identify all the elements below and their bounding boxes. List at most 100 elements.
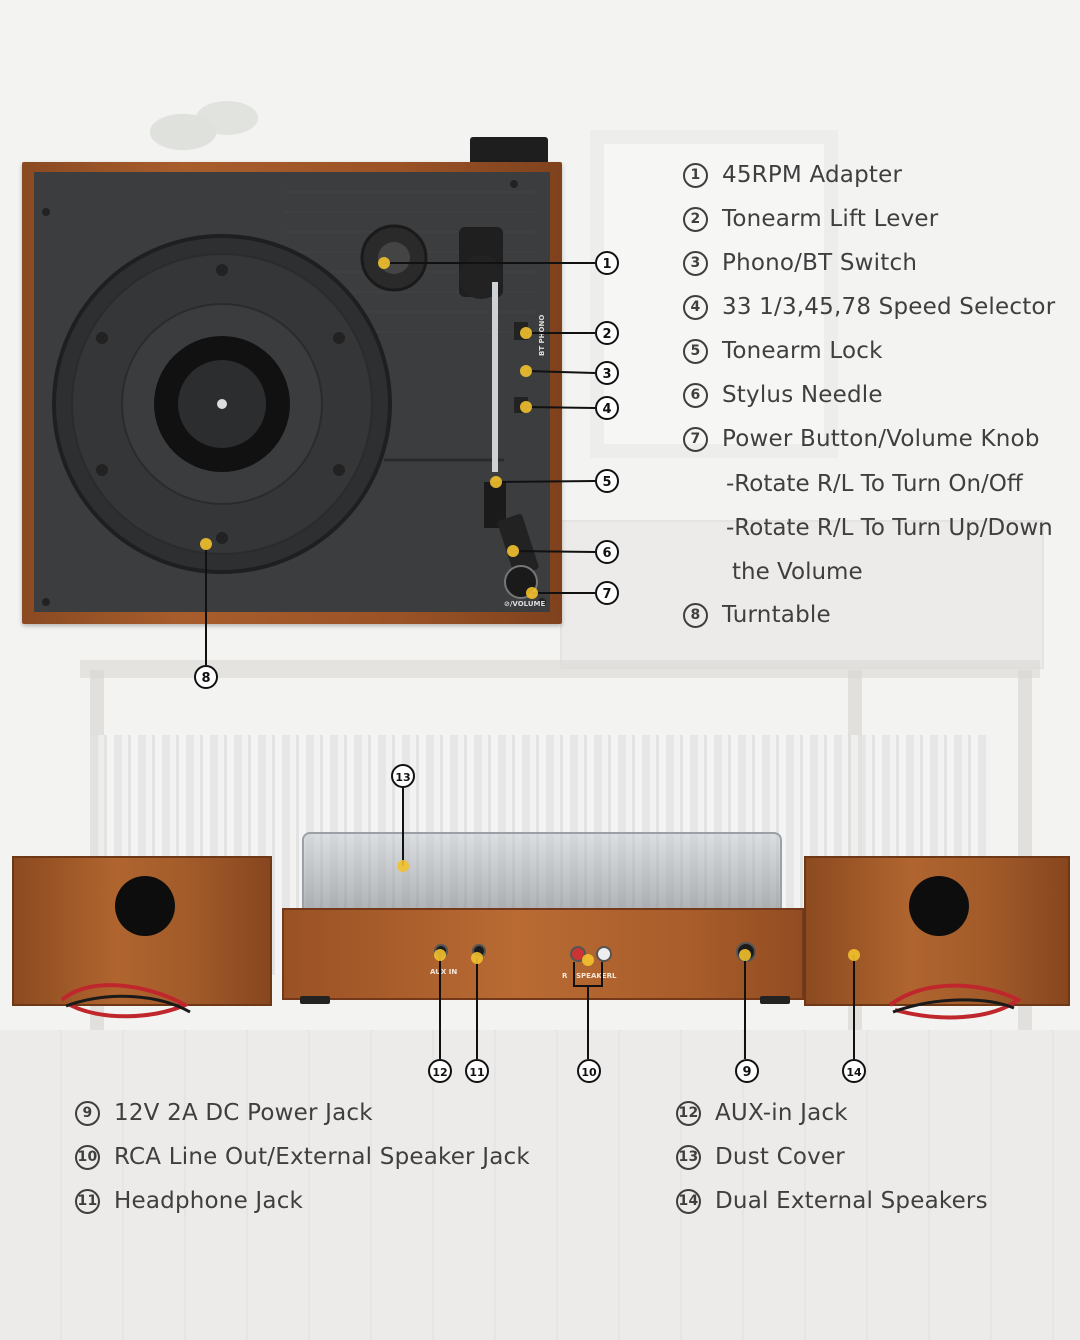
label-number: 8 — [683, 602, 708, 628]
plant-decoration — [150, 90, 260, 160]
callout-dot-8 — [200, 538, 212, 550]
rca-left-jack — [596, 946, 612, 962]
label-text: Dual External Speakers — [715, 1188, 988, 1214]
label-number: 7 — [683, 426, 708, 452]
callout-dot-2 — [520, 327, 532, 339]
callout-dot-7 — [526, 587, 538, 599]
label-number: 3 — [683, 250, 708, 276]
label-number: 13 — [676, 1144, 701, 1170]
callout-badge-number-2: 2 — [602, 327, 611, 342]
label-item-6: 6 Stylus Needle — [683, 382, 883, 408]
base-foot — [300, 996, 330, 1004]
label-item-7: 7 Power Button/Volume Knob — [683, 426, 1040, 452]
right-speaker — [804, 856, 1070, 1006]
label-number: 5 — [683, 338, 708, 364]
label-text: Tonearm Lift Lever — [722, 206, 939, 232]
label-item-3: 3 Phono/BT Switch — [683, 250, 917, 276]
callout-badge-10 — [577, 1059, 601, 1083]
label-text: Stylus Needle — [722, 382, 883, 408]
callout-badge-12 — [428, 1059, 452, 1083]
label-item-5: 5 Tonearm Lock — [683, 338, 883, 364]
callout-dot-4 — [520, 401, 532, 413]
label-text: Dust Cover — [715, 1144, 845, 1170]
callout-dot-10 — [582, 954, 594, 966]
callout-badge-7 — [595, 581, 619, 605]
label-text: AUX-in Jack — [715, 1100, 848, 1126]
base-foot — [760, 996, 790, 1004]
rca-right-jack — [570, 946, 586, 962]
callout-dot-14 — [848, 949, 860, 961]
callout-badge-2 — [595, 321, 619, 345]
callout-badge-14 — [842, 1059, 866, 1083]
callout-badge-number-8: 8 — [201, 671, 210, 686]
label-text: Phono/BT Switch — [722, 250, 918, 276]
label-text: 33 1/3,45,78 Speed Selector — [722, 294, 1056, 320]
callout-badge-9 — [735, 1059, 759, 1083]
label-text: Turntable — [722, 602, 831, 628]
callout-badge-8 — [194, 665, 218, 689]
callout-badge-number-7: 7 — [602, 587, 611, 602]
callout-badge-number-3: 3 — [602, 367, 611, 382]
label-item-11: 11 Headphone Jack — [75, 1188, 303, 1214]
label-number: 1 — [683, 162, 708, 188]
volume-label: ⊘/VOLUME — [504, 600, 546, 608]
callout-dot-1 — [378, 257, 390, 269]
callout-dot-12 — [434, 949, 446, 961]
label-number: 14 — [676, 1188, 701, 1214]
callout-dot-9 — [739, 949, 751, 961]
label-number: 11 — [75, 1188, 100, 1214]
callout-badge-number-6: 6 — [602, 546, 611, 561]
label-text: Tonearm Lock — [722, 338, 883, 364]
label-item-9: 9 12V 2A DC Power Jack — [75, 1100, 373, 1126]
callout-badge-number-1: 1 — [602, 257, 611, 272]
callout-badge-number-10: 10 — [581, 1066, 597, 1079]
speaker-port — [909, 876, 969, 936]
callout-dot-11 — [471, 952, 483, 964]
speaker-port — [115, 876, 175, 936]
label-item-4: 4 33 1/3,45,78 Speed Selector — [683, 294, 1055, 320]
power-sub-line-3: the Volume — [732, 559, 863, 585]
power-sub-line-2: -Rotate R/L To Turn Up/Down — [726, 515, 1053, 541]
label-number: 4 — [683, 294, 708, 320]
callout-badge-number-9: 9 — [742, 1065, 751, 1080]
callout-line-6 — [512, 550, 596, 553]
aux-in-label: AUX IN — [430, 968, 458, 976]
label-item-13: 13 Dust Cover — [676, 1144, 845, 1170]
label-number: 12 — [676, 1100, 701, 1126]
label-number: 9 — [75, 1100, 100, 1126]
callout-badge-4 — [595, 396, 619, 420]
label-item-2: 2 Tonearm Lift Lever — [683, 206, 938, 232]
callout-badge-number-11: 11 — [469, 1066, 484, 1079]
callout-badge-1 — [595, 251, 619, 275]
callout-badge-13 — [391, 764, 415, 788]
callout-badge-number-14: 14 — [846, 1066, 862, 1079]
callout-line-10 — [573, 962, 603, 1059]
callout-badge-5 — [595, 469, 619, 493]
callout-line-5 — [495, 480, 596, 483]
rca-l-label: L — [612, 972, 617, 980]
label-text: 12V 2A DC Power Jack — [114, 1100, 373, 1126]
label-number: 2 — [683, 206, 708, 232]
callout-badge-number-4: 4 — [602, 402, 611, 417]
label-text: 45RPM Adapter — [722, 162, 903, 188]
callout-badge-number-13: 13 — [395, 771, 410, 784]
callout-badge-number-5: 5 — [602, 475, 611, 490]
label-item-14: 14 Dual External Speakers — [676, 1188, 988, 1214]
label-text: Headphone Jack — [114, 1188, 304, 1214]
label-item-10: 10 RCA Line Out/External Speaker Jack — [75, 1144, 530, 1170]
label-text: RCA Line Out/External Speaker Jack — [114, 1144, 530, 1170]
label-item-12: 12 AUX-in Jack — [676, 1100, 848, 1126]
floor-decoration — [0, 1030, 1080, 1340]
callout-badge-number-12: 12 — [432, 1066, 447, 1079]
callout-badge-6 — [595, 540, 619, 564]
callout-dot-3 — [520, 365, 532, 377]
callout-badge-11 — [465, 1059, 489, 1083]
label-number: 6 — [683, 382, 708, 408]
label-number: 10 — [75, 1144, 100, 1170]
label-item-8: 8 Turntable — [683, 602, 831, 628]
power-sub-line-1: -Rotate R/L To Turn On/Off — [726, 471, 1023, 497]
speaker-label: SPEAKER — [576, 972, 612, 980]
label-item-1: 1 45RPM Adapter — [683, 162, 902, 188]
callout-line-4 — [525, 406, 596, 409]
